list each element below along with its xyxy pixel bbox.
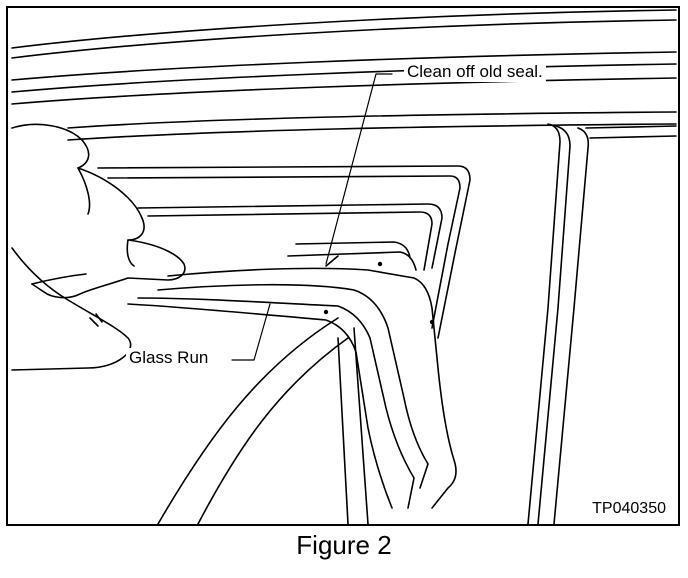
figure-code: TP040350 bbox=[590, 500, 668, 518]
roof-trim bbox=[11, 9, 677, 141]
rear-frame bbox=[527, 123, 677, 524]
glass-run-callout: Glass Run bbox=[126, 348, 212, 368]
hand bbox=[11, 123, 186, 371]
door-glass bbox=[157, 317, 369, 524]
callout-leaders bbox=[231, 73, 393, 361]
figure-caption: Figure 2 bbox=[296, 530, 392, 560]
window-frame bbox=[97, 165, 471, 339]
door-illustration bbox=[11, 9, 677, 524]
glass-run-seal bbox=[127, 241, 457, 509]
clean-seal-callout: Clean off old seal. bbox=[404, 62, 546, 82]
figure-frame: Clean off old seal. Glass Run TP040350 bbox=[6, 6, 680, 526]
